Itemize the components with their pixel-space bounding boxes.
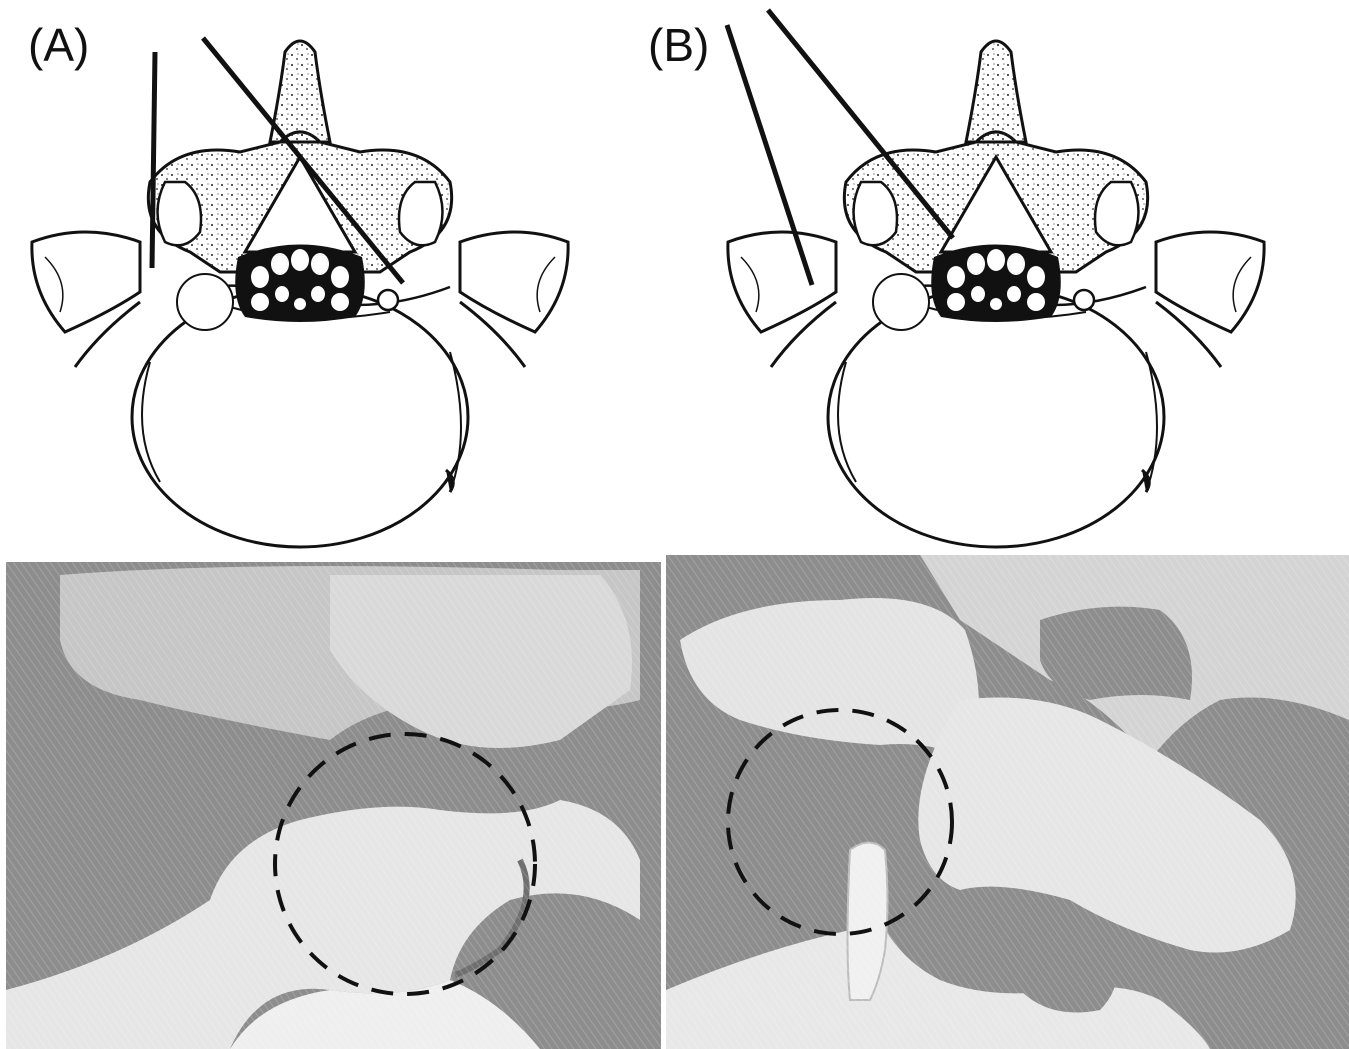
vertebra-illustration-a	[32, 41, 568, 547]
photo-panel-a	[6, 562, 661, 1049]
vertebra-illustration-b	[728, 41, 1264, 547]
photo-panel-b	[666, 555, 1349, 1049]
needle-line-a1	[152, 52, 155, 268]
